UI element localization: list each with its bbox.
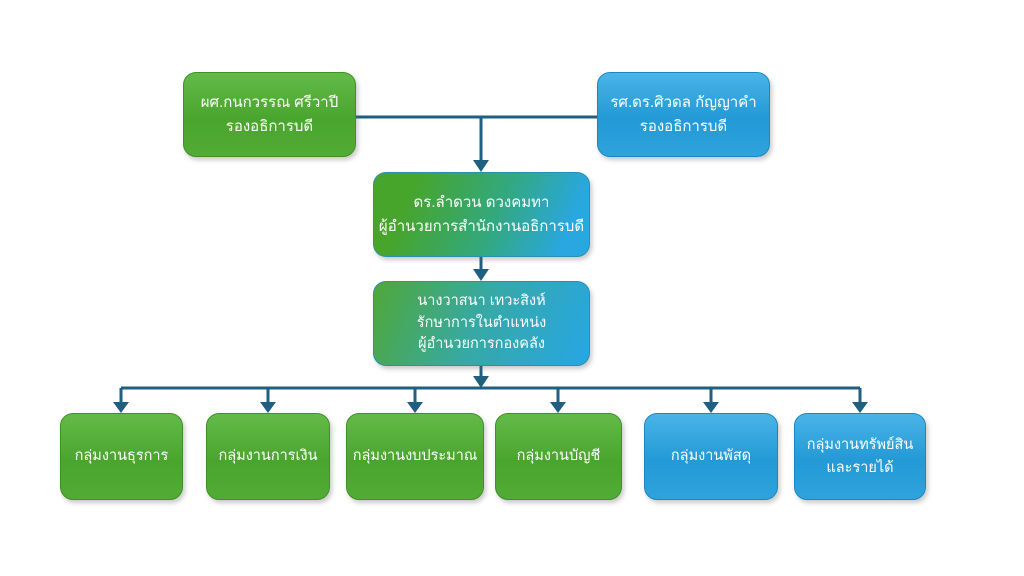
person-title: รองอธิการบดี: [225, 117, 314, 135]
person-name: รศ.ดร.ศิวดล กัญญาคำ: [610, 94, 757, 112]
unit-label: กลุ่มงานพัสดุ: [670, 448, 752, 465]
node-unit-budget: กลุ่มงานงบประมาณ: [346, 413, 484, 500]
person-title: รักษาการในตำแหน่ง: [416, 314, 547, 331]
person-title-2: ผู้อำนวยการกองคลัง: [418, 336, 545, 353]
person-name: นางวาสนา เทวะสิงห์: [417, 292, 546, 309]
person-title: ผู้อำนวยการสำนักงานอธิการบดี: [378, 217, 585, 235]
person-name: ดร.ลำดวน ดวงคมทา: [413, 194, 550, 212]
person-title: รองอธิการบดี: [639, 117, 728, 135]
unit-label: กลุ่มงานการเงิน: [218, 448, 318, 465]
node-vice-rector-1: ผศ.กนกวรรณ ศรีวาปี รองอธิการบดี: [183, 72, 356, 157]
node-unit-general-admin: กลุ่มงานธุรการ: [60, 413, 183, 500]
unit-label: กลุ่มงานบัญชี: [516, 448, 601, 465]
unit-label: กลุ่มงานธุรการ: [74, 448, 169, 465]
node-vice-rector-2: รศ.ดร.ศิวดล กัญญาคำ รองอธิการบดี: [597, 72, 770, 157]
node-unit-finance: กลุ่มงานการเงิน: [206, 413, 330, 500]
node-acting-director-finance: นางวาสนา เทวะสิงห์ รักษาการในตำแหน่ง ผู้…: [373, 281, 590, 366]
person-name: ผศ.กนกวรรณ ศรีวาปี: [200, 94, 339, 112]
node-unit-procurement: กลุ่มงานพัสดุ: [644, 413, 778, 500]
node-director-office: ดร.ลำดวน ดวงคมทา ผู้อำนวยการสำนักงานอธิก…: [373, 172, 590, 257]
unit-label: กลุ่มงานทรัพย์สิน: [806, 437, 914, 454]
unit-label: กลุ่มงานงบประมาณ: [352, 448, 478, 465]
unit-label-2: และรายได้: [826, 459, 894, 476]
node-unit-accounting: กลุ่มงานบัญชี: [495, 413, 622, 500]
node-unit-assets-revenue: กลุ่มงานทรัพย์สิน และรายได้: [794, 413, 926, 500]
